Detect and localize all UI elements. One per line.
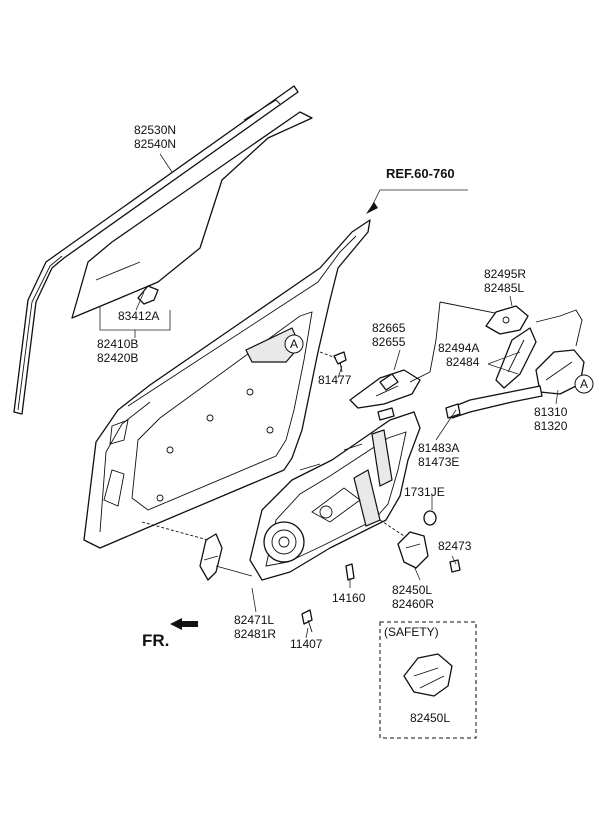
bolt-11407 (301, 609, 313, 633)
regulator-motor (379, 519, 429, 569)
window-regulator-module (249, 411, 421, 581)
clip-14160 (345, 563, 355, 581)
glass-run-channel (13, 85, 299, 415)
leader-lines (134, 153, 559, 639)
label-inside-handle-1: 82665 (372, 321, 406, 335)
latch-remote (485, 305, 529, 335)
label-ref: REF.60-760 (386, 166, 455, 181)
front-arrow-label: FR. (142, 631, 169, 650)
label-outside-handle-2: 81320 (534, 419, 568, 433)
label-grommet: 1731JE (404, 485, 445, 499)
outside-handle (445, 349, 585, 419)
screw-82473 (449, 559, 461, 573)
label-motor-2: 82460R (392, 597, 434, 611)
safety-part-label: 82450L (410, 711, 450, 725)
glass-clip (137, 285, 159, 305)
label-motor-1: 82450L (392, 583, 432, 597)
label-glass-2: 82420B (97, 351, 138, 365)
label-screw-82473: 82473 (438, 539, 472, 553)
label-latch-remote-1: 82495R (484, 267, 526, 281)
label-latch-cable-2: 82484 (446, 355, 480, 369)
latch-bracket (495, 327, 537, 389)
door-frame (83, 219, 371, 549)
label-weatherstrip-1: 81483A (418, 441, 459, 455)
ref-a-right: A (574, 374, 594, 394)
ref-a-left: A (284, 334, 304, 354)
label-screw-81477: 81477 (318, 373, 352, 387)
label-weatherstrip-2: 81473E (418, 455, 459, 469)
label-latch-cable-1: 82494A (438, 341, 479, 355)
ref-arrowhead (366, 202, 378, 214)
safety-title: (SAFETY) (384, 625, 439, 639)
label-glass-1: 82410B (97, 337, 138, 351)
label-glass-run-1: 82530N (134, 123, 176, 137)
weatherstrip (377, 407, 395, 421)
part-labels: 82530N 82540N REF.60-760 83412A 82410B 8… (97, 123, 568, 651)
ref-leader (369, 189, 468, 211)
door-glass (71, 99, 313, 319)
inside-handle (349, 369, 421, 409)
front-arrow: FR. (142, 618, 198, 650)
label-clip-14160: 14160 (332, 591, 366, 605)
safety-box: (SAFETY) 82450L (379, 621, 477, 739)
label-hinge-2: 82481R (234, 627, 276, 641)
label-glass-run-2: 82540N (134, 137, 176, 151)
screw-81477 (333, 351, 347, 373)
label-inside-handle-2: 82655 (372, 335, 406, 349)
label-outside-handle-1: 81310 (534, 405, 568, 419)
grommet (423, 510, 437, 526)
ref-a-left-text: A (290, 337, 298, 351)
label-bolt: 11407 (290, 637, 323, 651)
label-hinge-1: 82471L (234, 613, 274, 627)
label-latch-remote-2: 82485L (484, 281, 524, 295)
door-hinge (141, 521, 253, 581)
screw-81477-dashline (319, 351, 337, 359)
ref-a-right-text: A (580, 377, 588, 391)
label-glass-clip: 83412A (118, 309, 159, 323)
